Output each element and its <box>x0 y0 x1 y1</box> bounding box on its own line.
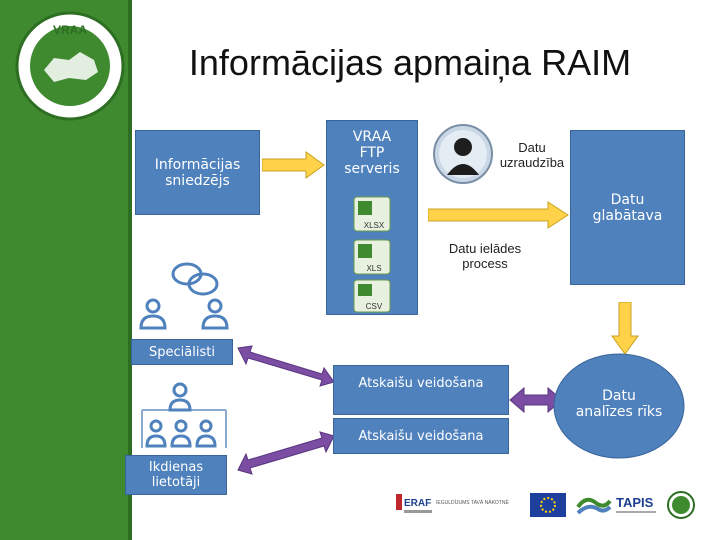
vraa-small-logo <box>666 490 696 520</box>
reports-label-2: Atskaišu veidošana <box>358 428 484 444</box>
reports-label-1: Atskaišu veidošana <box>358 376 484 391</box>
supervision-label: Datu uzraudzība <box>499 140 565 170</box>
storage-box: Datu glabātava <box>570 130 685 285</box>
specialists-box: Speciālisti <box>131 339 233 365</box>
side-bar-edge <box>128 0 132 540</box>
eraf-logo: ERAF <box>396 492 436 518</box>
load-process-label: Datu ielādes process <box>448 241 522 271</box>
tapis-text: TAPIS <box>616 495 654 510</box>
xls-label: XLS <box>366 264 381 273</box>
specialists-chat-icon <box>135 262 235 336</box>
tapis-logo: TAPIS <box>614 493 664 519</box>
eraf-text: ERAF <box>404 498 431 509</box>
daily-users-box: Ikdienas lietotāji <box>125 455 227 495</box>
arrow-storage-analytics <box>611 302 639 355</box>
analytics-label: Datu analīzes rīks <box>575 388 663 420</box>
csv-file-icon: CSV <box>350 278 398 314</box>
invest-future-text: IEGULDĪJUMS TAVĀ NĀKOTNĒ <box>436 500 509 506</box>
csv-label: CSV <box>366 302 383 311</box>
arrow-ftp-storage <box>428 201 569 229</box>
reports-box-1: Atskaišu veidošana <box>333 365 509 415</box>
specialists-label: Speciālisti <box>149 344 215 360</box>
provider-box: Informācijas sniedzējs <box>135 130 260 215</box>
xlsx-label: XLSX <box>364 221 385 230</box>
daily-users-org-icon <box>136 382 232 452</box>
daily-users-label: Ikdienas lietotāji <box>148 460 204 490</box>
arrow-daily-reports <box>237 431 335 475</box>
ftp-label: VRAA FTP serveris <box>344 129 400 177</box>
user-avatar-icon <box>433 123 493 185</box>
arrow-specialists-reports <box>237 345 335 387</box>
arrow-provider-ftp <box>262 151 325 179</box>
eu-flag-logo <box>530 493 566 521</box>
vraa-logo: VRAA <box>14 10 126 122</box>
provider-label: Informācijas sniedzējs <box>154 156 241 189</box>
xlsx-file-icon: XLSX <box>350 195 398 235</box>
analytics-tool: Datu analīzes rīks <box>552 352 686 460</box>
storage-label: Datu glabātava <box>592 191 663 224</box>
logo-text: VRAA <box>53 23 87 37</box>
xls-file-icon: XLS <box>350 238 398 278</box>
reports-box-2: Atskaišu veidošana <box>333 418 509 454</box>
page-title: Informācijas apmaiņa RAIM <box>188 42 632 83</box>
partner-swirl-logo <box>574 493 614 519</box>
